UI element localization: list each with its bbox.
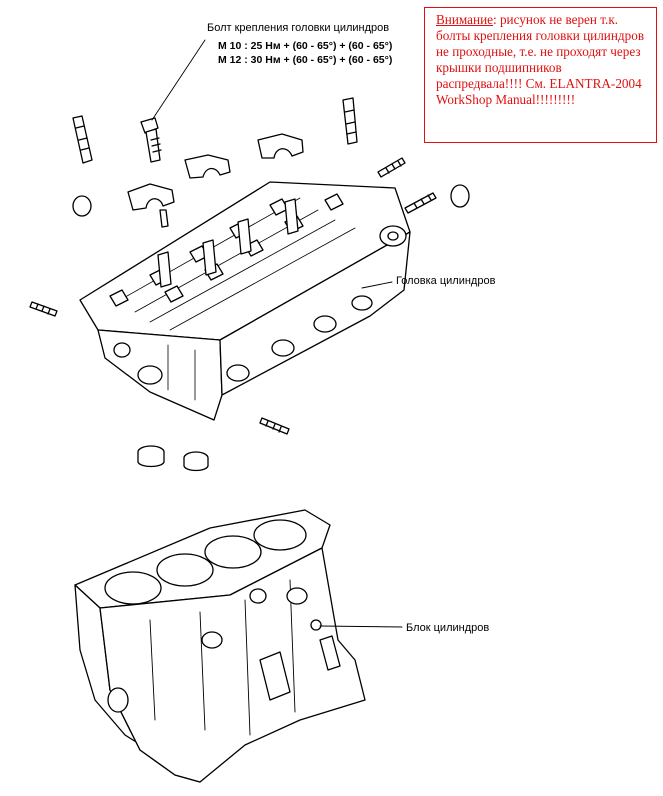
bolt-spec-m12: M 12 : 30 Нм + (60 - 65°) + (60 - 65°) [218,54,393,66]
stud-mid-right [404,192,437,214]
seal-lower-left [137,445,165,468]
warning-title: Внимание [436,12,493,27]
plug-left [72,195,92,217]
seal-lower-right [183,451,209,472]
plug-right [450,184,470,208]
bolt-callout-title: Болт крепления головки цилиндров [207,22,390,34]
bolt-leader-line [151,39,206,121]
stud-lower [259,417,290,435]
warning-text: : рисунок не верен т.к. болты крепления … [436,12,645,107]
head-bolt [140,117,162,163]
bearing-cap-2 [257,133,304,159]
cylinder-block-label: Блок цилиндров [406,622,490,634]
stud-upper-right [377,157,406,178]
warning-note: Внимание: рисунок не верен т.к. болты кр… [424,7,657,143]
head-leader-line [361,281,393,289]
stud-left [72,115,93,164]
bearing-cap-1 [184,154,231,179]
block-leader-line [319,625,403,628]
cylinder-head [79,181,411,421]
cylinder-block [74,509,366,783]
bearing-cap-3 [127,183,175,228]
bolt-spec-m10: M 10 : 25 Нм + (60 - 65°) + (60 - 65°) [218,40,393,52]
cylinder-head-label: Головка цилиндров [396,275,496,287]
stud-right [342,97,358,145]
stud-far-left [29,301,58,317]
